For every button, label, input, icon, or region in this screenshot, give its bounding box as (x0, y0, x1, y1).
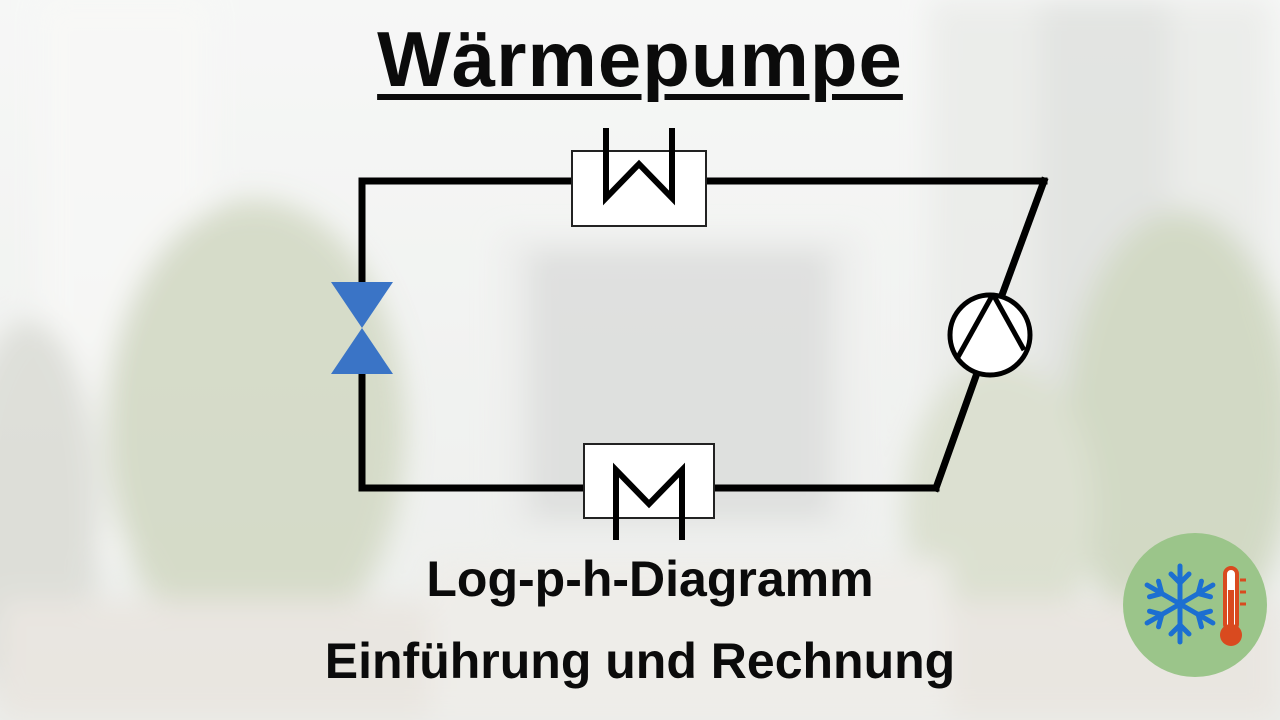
subtitle-line-2: Einführung und Rechnung (324, 633, 956, 689)
condenser-symbol (571, 128, 707, 227)
channel-logo (1123, 533, 1267, 677)
thermometer-icon (1220, 566, 1246, 646)
circuit-lines (358, 176, 1049, 493)
compressor-icon (947, 292, 1033, 378)
subtitle-line-1: Log-p-h-Diagramm (426, 551, 874, 607)
valve-icon (331, 282, 393, 374)
page-title: Wärmepumpe (377, 15, 903, 103)
evaporator-symbol (583, 443, 715, 540)
snowflake-icon (1144, 563, 1216, 645)
